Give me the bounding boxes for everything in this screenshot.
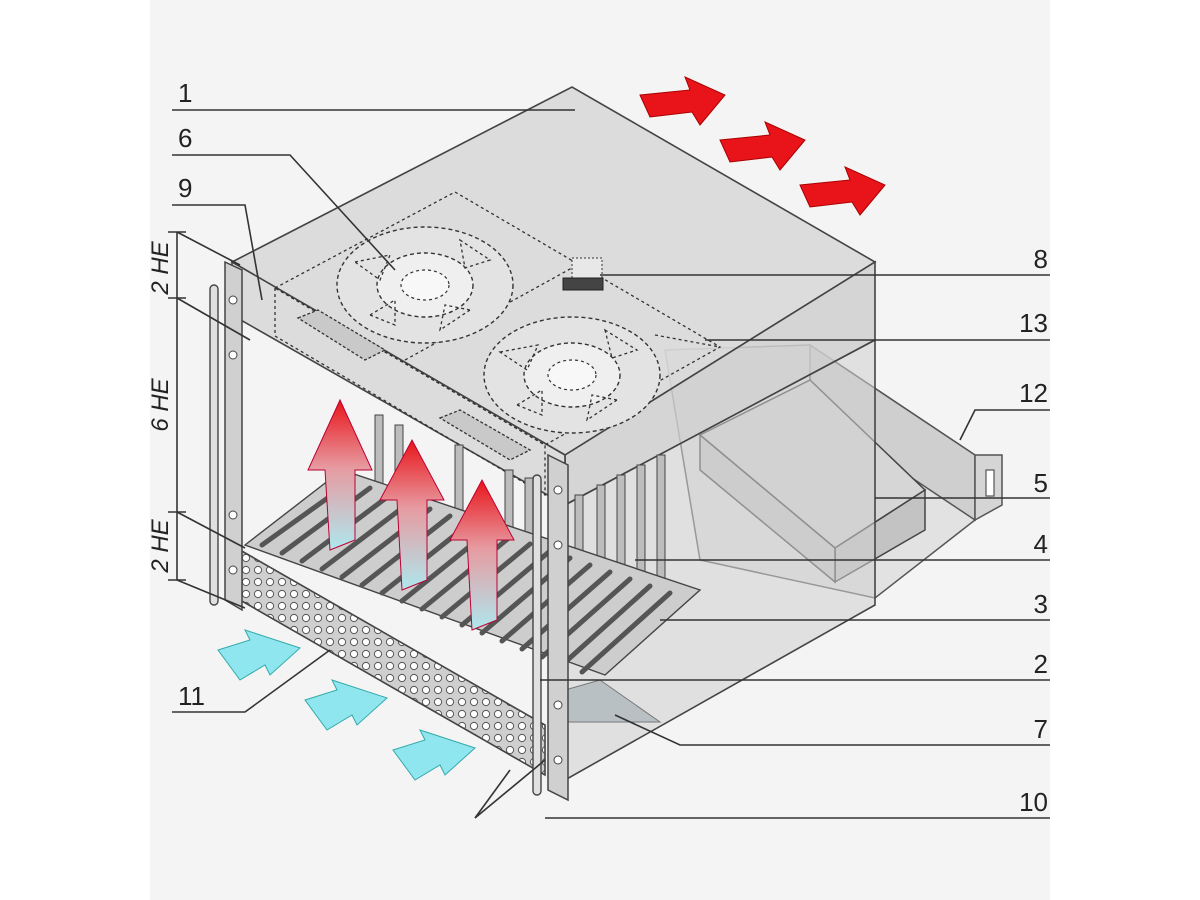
height-unit-dimensions: 2 HE 6 HE 2 HE <box>147 231 251 609</box>
callout-9: 9 <box>178 173 192 203</box>
callout-1: 1 <box>178 78 192 108</box>
callout-6: 6 <box>178 123 192 153</box>
intake-airflow-arrows <box>217 629 476 781</box>
callout-labels: 1 6 9 8 13 12 5 4 3 2 11 7 10 <box>178 78 1048 817</box>
temperature-sensor-icon <box>562 257 604 291</box>
callout-8: 8 <box>1034 244 1048 274</box>
fan-left-icon <box>336 226 514 344</box>
exhaust-airflow-arrows <box>639 76 886 216</box>
callout-2: 2 <box>1034 649 1048 679</box>
callout-leader-lines <box>172 109 1050 819</box>
fan-tray-handle-icon <box>296 309 532 461</box>
fan-right-icon <box>483 316 661 434</box>
callout-4: 4 <box>1034 529 1048 559</box>
callout-5: 5 <box>1034 468 1048 498</box>
height-label-bottom: 2 HE <box>147 518 174 573</box>
callout-3: 3 <box>1034 589 1048 619</box>
callout-10: 10 <box>1019 787 1048 817</box>
left-mounting-bracket <box>209 260 243 612</box>
callout-12: 12 <box>1019 378 1048 408</box>
height-label-top: 2 HE <box>147 240 174 295</box>
fan-tray-outline <box>273 191 722 497</box>
internal-airflow-arrows <box>307 398 515 631</box>
callout-7: 7 <box>1034 714 1048 744</box>
right-mounting-bracket <box>532 453 569 802</box>
callout-11: 11 <box>178 681 205 711</box>
height-label-middle: 6 HE <box>147 377 174 431</box>
callout-13: 13 <box>1019 308 1048 338</box>
